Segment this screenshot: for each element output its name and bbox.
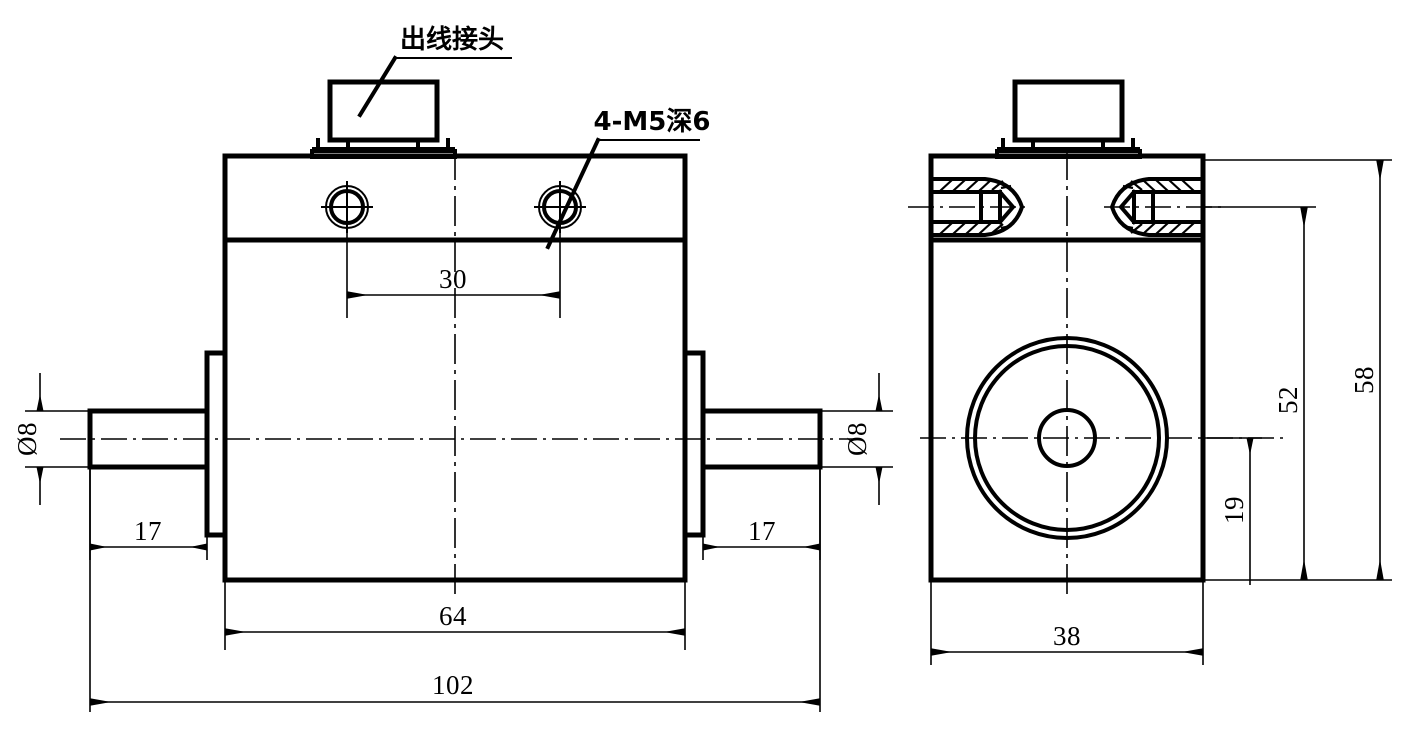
- outlet-connector-front: [310, 79, 457, 159]
- hatch-left-lower: [939, 222, 1012, 235]
- front-view: 30 Ø8 Ø8 17 17: [12, 25, 893, 712]
- front-flange-right: [682, 350, 706, 538]
- dimension-diameter-right: Ø8: [810, 373, 893, 505]
- outlet-connector-side: [995, 79, 1142, 159]
- dimension-64: 64: [224, 580, 686, 650]
- dimension-52: 52: [1203, 206, 1316, 580]
- outlet-connector-label: 出线接头: [400, 25, 504, 55]
- tapped-holes-label: 4-M5深6: [594, 107, 711, 137]
- dimension-19: 19: [1203, 437, 1262, 585]
- dimension-30-text: 30: [439, 264, 467, 294]
- dimension-58: 58: [1203, 159, 1392, 581]
- leader-tapped-holes: 4-M5深6: [545, 107, 711, 250]
- dimension-102: 102: [89, 467, 821, 712]
- hatch-right-upper: [1122, 179, 1195, 192]
- dimension-diameter-right-text: Ø8: [842, 422, 872, 456]
- hatch-left-upper: [939, 179, 1012, 192]
- dimension-diameter-left-text: Ø8: [12, 422, 42, 456]
- dimension-102-text: 102: [432, 670, 474, 700]
- dimension-64-text: 64: [439, 601, 467, 631]
- dimension-38-text: 38: [1053, 621, 1081, 651]
- dimension-19-text: 19: [1219, 496, 1249, 524]
- dimension-52-text: 52: [1273, 386, 1303, 414]
- leader-outlet-connector: 出线接头: [357, 25, 512, 118]
- dimension-38: 38: [930, 580, 1204, 665]
- side-view: 19 52 58 38: [908, 79, 1392, 665]
- dimension-diameter-left: Ø8: [12, 373, 100, 505]
- dimension-17-right: 17: [702, 467, 821, 560]
- side-tapped-hole-left: [908, 177, 1030, 237]
- dimension-30: 30: [347, 264, 560, 299]
- side-tapped-hole-right: [1104, 177, 1226, 237]
- hatch-right-lower: [1122, 222, 1195, 235]
- front-flange-left: [204, 350, 228, 538]
- dimension-17-left-text: 17: [134, 516, 162, 546]
- dimension-17-right-text: 17: [748, 516, 776, 546]
- dimension-17-left: 17: [89, 467, 208, 560]
- dimension-58-text: 58: [1349, 366, 1379, 394]
